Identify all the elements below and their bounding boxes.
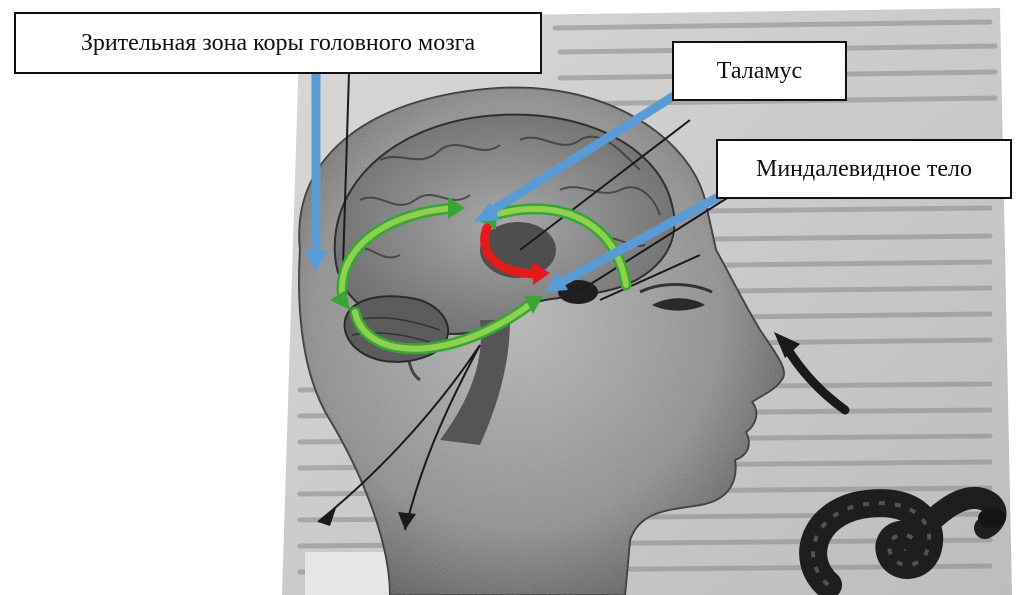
thalamus-label-text: Таламус [717, 58, 802, 85]
thalamus-label: Таламус [672, 41, 847, 101]
visual-cortex-label: Зрительная зона коры головного мозга [14, 12, 542, 74]
amygdala-label: Миндалевидное тело [716, 139, 1012, 199]
visual-cortex-label-text: Зрительная зона коры головного мозга [81, 30, 475, 57]
amygdala-label-text: Миндалевидное тело [756, 156, 972, 183]
